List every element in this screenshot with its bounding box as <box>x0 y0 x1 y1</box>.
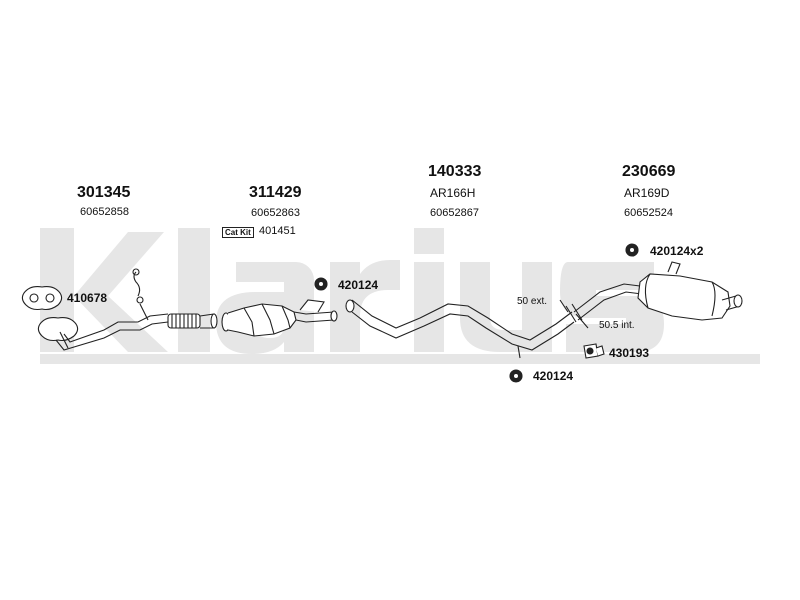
watermark-letter-i-stem <box>414 262 444 352</box>
note-int: 50.5 int. <box>599 320 635 331</box>
part-number-311429: 311429 <box>249 184 302 201</box>
middle-pipe-140333 <box>345 299 575 359</box>
hanger-420124-left <box>314 277 328 291</box>
code-ar169d: AR169D <box>624 186 670 200</box>
watermark-underline <box>40 354 760 364</box>
fitting-420124-bottom: 420124 <box>533 369 574 383</box>
watermark-letter-i-dot <box>414 228 444 254</box>
watermark-letter-r <box>330 260 400 352</box>
flex-joint <box>167 313 218 329</box>
code-ar166h: AR166H <box>430 186 476 200</box>
rear-silencer-230669 <box>573 261 743 321</box>
watermark-letter-u <box>460 262 552 352</box>
catalytic-converter-311429 <box>221 299 338 337</box>
note-ext: 50 ext. <box>517 296 548 307</box>
part-number-140333: 140333 <box>428 163 482 180</box>
oem-number-60652524: 60652524 <box>624 207 673 219</box>
cat-kit-badge: Cat Kit <box>222 227 254 238</box>
oem-number-60652858: 60652858 <box>80 206 129 218</box>
bracket-430193 <box>583 343 605 359</box>
part-number-301345: 301345 <box>77 184 131 201</box>
watermark-letter-s <box>560 262 664 352</box>
fitting-430193: 430193 <box>609 346 650 360</box>
part-number-230669: 230669 <box>622 163 676 180</box>
watermark-letter-l <box>178 228 210 352</box>
hanger-420124x2 <box>625 243 639 257</box>
cat-kit-number: 401451 <box>259 225 296 237</box>
hanger-420124-lower <box>509 369 523 383</box>
joint-clamp-markers <box>559 299 589 329</box>
watermark-letter-k-arms <box>74 232 168 352</box>
oem-number-60652863: 60652863 <box>251 207 300 219</box>
fitting-410678: 410678 <box>67 291 108 305</box>
fitting-420124x2: 420124x2 <box>650 244 704 258</box>
flange-gasket-410678 <box>21 286 63 311</box>
fitting-420124-top: 420124 <box>338 278 379 292</box>
oem-number-60652867: 60652867 <box>430 207 479 219</box>
front-pipe-301345 <box>37 268 169 351</box>
